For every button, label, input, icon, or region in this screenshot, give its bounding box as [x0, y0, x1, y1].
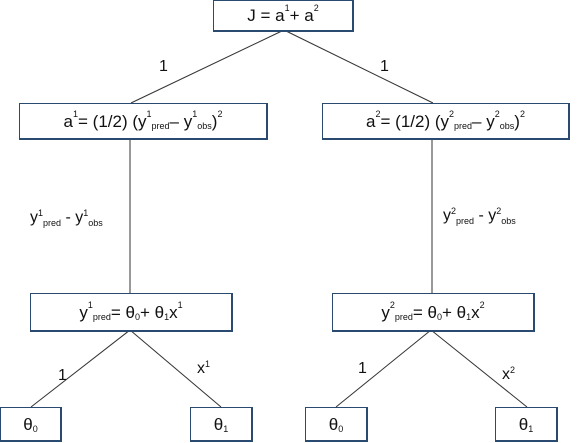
y2-text-y: y — [381, 302, 390, 322]
edge-y1-th0 — [30, 329, 131, 408]
theta1-right-text: θ — [518, 414, 529, 434]
y1-text-y: y — [79, 302, 88, 322]
a2y2-sub-obs: obs — [501, 216, 516, 226]
edge-root-a2 — [283, 29, 434, 104]
root-sup-2: 2 — [313, 3, 319, 13]
y1-sup-x: 1 — [177, 299, 183, 310]
y2-sub-1: 1 — [466, 311, 472, 322]
a1-text-half: = (1/2) (y — [78, 111, 147, 131]
a1y1-sub-obs: obs — [88, 218, 103, 228]
y1-sub-0: 0 — [134, 311, 140, 322]
a1y1-text-minus: - y — [61, 209, 84, 226]
edge-y2-th1 — [430, 329, 528, 408]
edge-label-y1-th0: 1 — [58, 367, 67, 384]
y2-text-theta0: = θ — [412, 302, 437, 322]
edge-label-y2-th0: 1 — [358, 360, 367, 377]
root-text-plus: + a — [289, 6, 314, 25]
edge-label-y1-th1: x1 — [197, 359, 211, 377]
a1y1-sub-pred: pred — [43, 218, 62, 228]
edge-label-a2-y2: y2pred - y2obs — [443, 206, 516, 226]
theta0-right-sub: 0 — [338, 423, 344, 434]
y1th1-text-x: x — [197, 360, 205, 377]
y2-text-x: x — [471, 302, 480, 322]
a1y1-sup-obs: 1 — [83, 208, 89, 218]
a2y2-sup-pred: 2 — [451, 206, 457, 216]
a2y2-sup-obs: 2 — [496, 206, 502, 216]
edge-label-y2-th1: x2 — [502, 365, 516, 383]
edge-label-a1-y1: y1pred - y1obs — [30, 208, 103, 228]
a1-sup-index: 1 — [73, 108, 79, 119]
edge-label-root-a2: 1 — [380, 58, 389, 75]
a1-text-close: ) — [211, 111, 218, 131]
edge-y2-th0 — [335, 329, 432, 408]
theta0-left-sub: 0 — [32, 423, 38, 434]
theta0-left-text: θ — [23, 414, 33, 434]
y2-sub-pred: pred — [394, 311, 413, 322]
edge-root-a1 — [130, 29, 285, 104]
y1-text-x: x — [169, 302, 178, 322]
y1-sub-1: 1 — [164, 311, 170, 322]
a1-sub-obs: obs — [197, 120, 212, 131]
a1-text-minus: – y — [169, 111, 193, 131]
root-text: J = a — [247, 6, 285, 25]
a2-sub-pred: pred — [454, 120, 473, 131]
a1-sup-square: 2 — [217, 108, 223, 119]
y1-sup-index: 1 — [87, 299, 93, 310]
y2-text-theta1: + θ — [442, 302, 467, 322]
a2y2-sub-pred: pred — [456, 216, 475, 226]
y1-text-theta0: = θ — [110, 302, 135, 322]
a2-sub-obs: obs — [499, 120, 515, 131]
theta1-left-sub: 1 — [223, 423, 229, 434]
y1-text-theta1: + θ — [140, 302, 165, 322]
y1-sub-pred: pred — [92, 311, 111, 322]
theta0-right-text: θ — [328, 414, 339, 434]
a2y2-text-minus: - y — [474, 207, 497, 224]
edge-label-root-a1: 1 — [159, 58, 168, 75]
theta1-right-sub: 1 — [528, 423, 534, 434]
a2-text-half: = (1/2) (y — [380, 111, 450, 131]
a1y1-sup-pred: 1 — [38, 208, 44, 218]
a1-sup-obs: 1 — [192, 108, 198, 119]
y1th1-sup: 1 — [205, 359, 211, 369]
a2-text-minus: – y — [472, 111, 495, 131]
a2-sup-square: 2 — [519, 108, 525, 119]
a1-sup-pred: 1 — [146, 108, 152, 119]
a1-text-a: a — [63, 111, 73, 131]
y2th1-text-x: x — [502, 366, 510, 383]
y2-sup-index: 2 — [389, 299, 395, 310]
a2-sup-obs: 2 — [494, 108, 500, 119]
theta1-left-text: θ — [213, 414, 224, 434]
a2-text-a: a — [366, 111, 376, 131]
y2-sub-0: 0 — [436, 311, 442, 322]
root-sup-1: 1 — [284, 3, 290, 13]
a1y1-text-y: y — [30, 209, 38, 226]
y2th1-sup: 2 — [510, 365, 516, 375]
a2y2-text-y: y — [443, 207, 451, 224]
a2-text-close: ) — [514, 111, 520, 131]
y2-sup-x: 2 — [479, 299, 485, 310]
a2-sup-pred: 2 — [449, 108, 455, 119]
a2-sup-index: 2 — [375, 108, 381, 119]
edge-y1-th1 — [129, 329, 222, 408]
a1-sub-pred: pred — [151, 120, 170, 131]
